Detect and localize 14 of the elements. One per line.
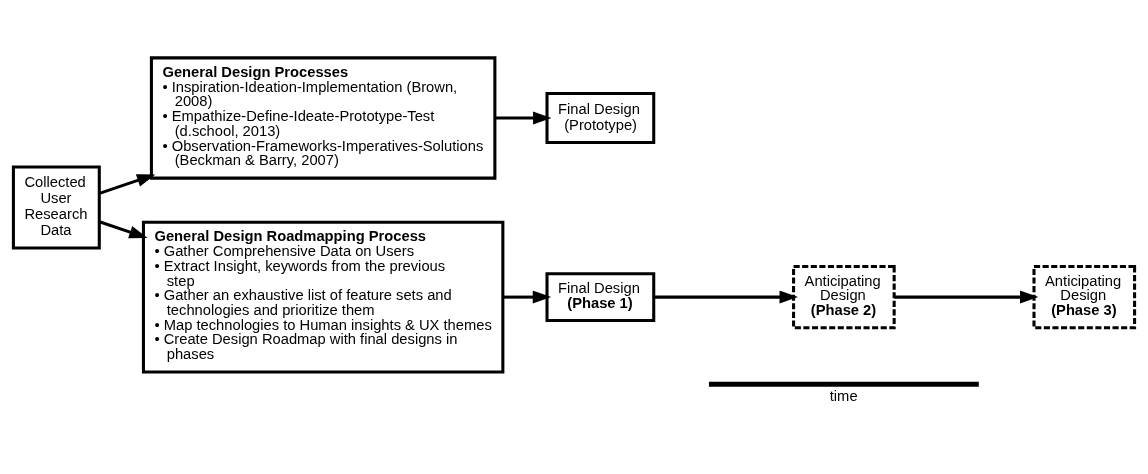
node-box: Collected User Research Data — [11, 165, 101, 250]
node-box: General Design Processes • Inspiration-Ideation-Implementation (Brown, 2008) • Empathize-Define-Ideate-Prototype-Test (d.school, 2013) • Observation-Frameworks-Imperatives-Solutions (Beckman & Barry, 2007) — [149, 56, 497, 180]
node-box: Final Design (Phase 1) — [545, 272, 656, 322]
arrow — [653, 290, 798, 304]
arrow — [503, 290, 552, 304]
node-box: Anticipating Design (Phase 2) — [792, 264, 896, 330]
arrow — [894, 290, 1039, 304]
node-box: Anticipating Design (Phase 3) — [1032, 264, 1137, 330]
node-box: Final Design (Prototype) — [545, 91, 656, 145]
arrow — [98, 220, 148, 239]
node-box: General Design Roadmapping Process • Gather Comprehensive Data on Users • Extract Insight, keywords from the previous step • Gather an exhaustive list of feature sets and technologies and prioritize them • Map technologies to Human insights & UX themes • Create Design Roadmap with final designs in phases — [141, 220, 505, 374]
label: time — [829, 387, 858, 404]
arrow — [98, 174, 156, 195]
arrow — [495, 111, 552, 125]
